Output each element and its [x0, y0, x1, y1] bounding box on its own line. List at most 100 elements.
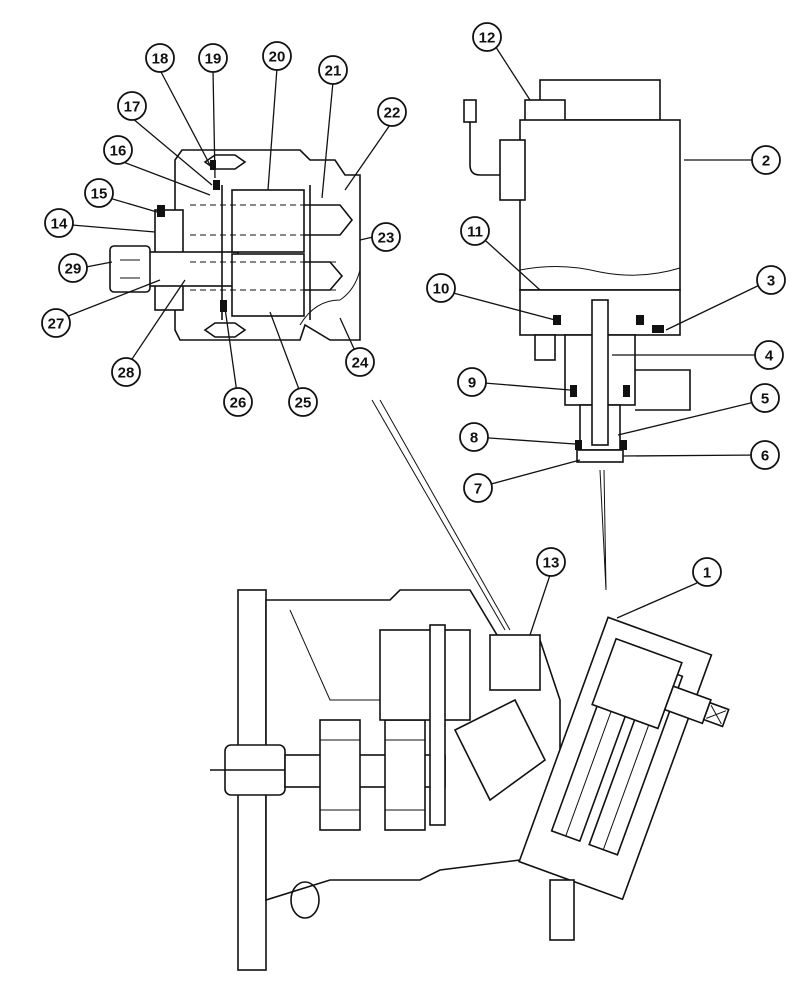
callout-circle — [288, 387, 318, 417]
callout-circle — [58, 253, 88, 283]
callout-14: 14 — [44, 208, 74, 238]
leader-lines — [57, 37, 771, 636]
swash-plate — [453, 698, 547, 802]
mounted-control-valve — [591, 637, 730, 730]
callout-circle — [459, 422, 489, 452]
callout-number: 7 — [474, 481, 482, 498]
callout-number: 3 — [767, 273, 775, 290]
callout-17: 17 — [117, 91, 147, 121]
callout-27: 27 — [41, 308, 71, 338]
attached-charge-pump — [489, 634, 541, 691]
callout-circle — [751, 145, 781, 175]
callout-number: 10 — [433, 281, 450, 298]
callout-circle — [463, 473, 493, 503]
callout-circle — [472, 22, 502, 52]
gear-shaft — [429, 624, 446, 826]
callout-number: 14 — [51, 216, 68, 233]
callout-number: 17 — [124, 99, 141, 116]
callout-12: 12 — [472, 22, 502, 52]
bottom-port — [549, 879, 575, 941]
callout-circle — [692, 557, 722, 587]
callout-number: 1 — [703, 565, 711, 582]
callout-number: 20 — [269, 49, 286, 66]
callout-circle — [371, 222, 401, 252]
callout-19: 19 — [198, 43, 228, 73]
stem-nut — [576, 449, 624, 463]
callout-11: 11 — [460, 216, 490, 246]
callout-29: 29 — [58, 253, 88, 283]
rear-bearing — [384, 719, 426, 831]
callout-22: 22 — [377, 97, 407, 127]
callout-number: 18 — [152, 51, 169, 68]
callout-circle — [457, 367, 487, 397]
callout-circle — [460, 216, 490, 246]
callout-28: 28 — [111, 357, 141, 387]
shaft-coupling — [109, 245, 151, 293]
callout-25: 25 — [288, 387, 318, 417]
explosion-lines — [371, 399, 607, 631]
callout-circle — [198, 43, 228, 73]
callout-13: 13 — [536, 547, 566, 577]
callout-circle — [41, 308, 71, 338]
callout-circle — [262, 41, 292, 71]
main-pump-assembly — [210, 589, 730, 971]
callout-circle — [111, 357, 141, 387]
callout-number: 6 — [761, 448, 769, 465]
callout-circle — [145, 43, 175, 73]
callout-10: 10 — [426, 273, 456, 303]
callout-number: 2 — [762, 153, 770, 170]
callout-20: 20 — [262, 41, 292, 71]
callout-5: 5 — [750, 383, 780, 413]
callout-9: 9 — [457, 367, 487, 397]
callout-number: 28 — [118, 365, 135, 382]
callout-circle — [84, 178, 114, 208]
callout-21: 21 — [318, 55, 348, 85]
callout-circle — [103, 135, 133, 165]
callout-circle — [536, 547, 566, 577]
callout-number: 16 — [110, 143, 127, 160]
charge-pump-detail — [109, 149, 361, 341]
callout-number: 29 — [65, 261, 82, 278]
callout-number: 12 — [479, 30, 496, 47]
callout-circle — [377, 97, 407, 127]
callout-circle — [756, 265, 786, 295]
callout-6: 6 — [750, 440, 780, 470]
callout-16: 16 — [103, 135, 133, 165]
callout-1: 1 — [692, 557, 722, 587]
callout-circle — [117, 91, 147, 121]
callout-number: 4 — [765, 348, 774, 365]
callout-number: 9 — [468, 375, 476, 392]
callout-4: 4 — [754, 340, 784, 370]
callout-number: 5 — [761, 391, 769, 408]
callout-number: 11 — [467, 224, 483, 241]
callout-8: 8 — [459, 422, 489, 452]
callout-7: 7 — [463, 473, 493, 503]
callout-number: 26 — [230, 395, 247, 412]
callout-number: 27 — [48, 316, 65, 333]
front-bearing — [319, 719, 361, 831]
lower-gear — [231, 253, 305, 317]
callout-15: 15 — [84, 178, 114, 208]
callout-number: 25 — [295, 395, 312, 412]
callout-circle — [754, 340, 784, 370]
callout-number: 24 — [352, 355, 369, 372]
callout-circle — [44, 208, 74, 238]
callout-circle — [426, 273, 456, 303]
side-port — [534, 334, 556, 361]
callout-number: 15 — [91, 186, 108, 203]
drive-gear — [379, 629, 471, 721]
valve-body — [519, 119, 681, 291]
wire-plug — [463, 99, 477, 123]
callout-number: 19 — [205, 51, 222, 68]
callout-number: 22 — [384, 105, 401, 122]
callout-circle — [345, 347, 375, 377]
callout-18: 18 — [145, 43, 175, 73]
callout-circle — [318, 55, 348, 85]
control-valve-detail — [463, 79, 691, 463]
spool — [591, 299, 609, 446]
callout-3: 3 — [756, 265, 786, 295]
callout-number: 13 — [543, 555, 560, 572]
